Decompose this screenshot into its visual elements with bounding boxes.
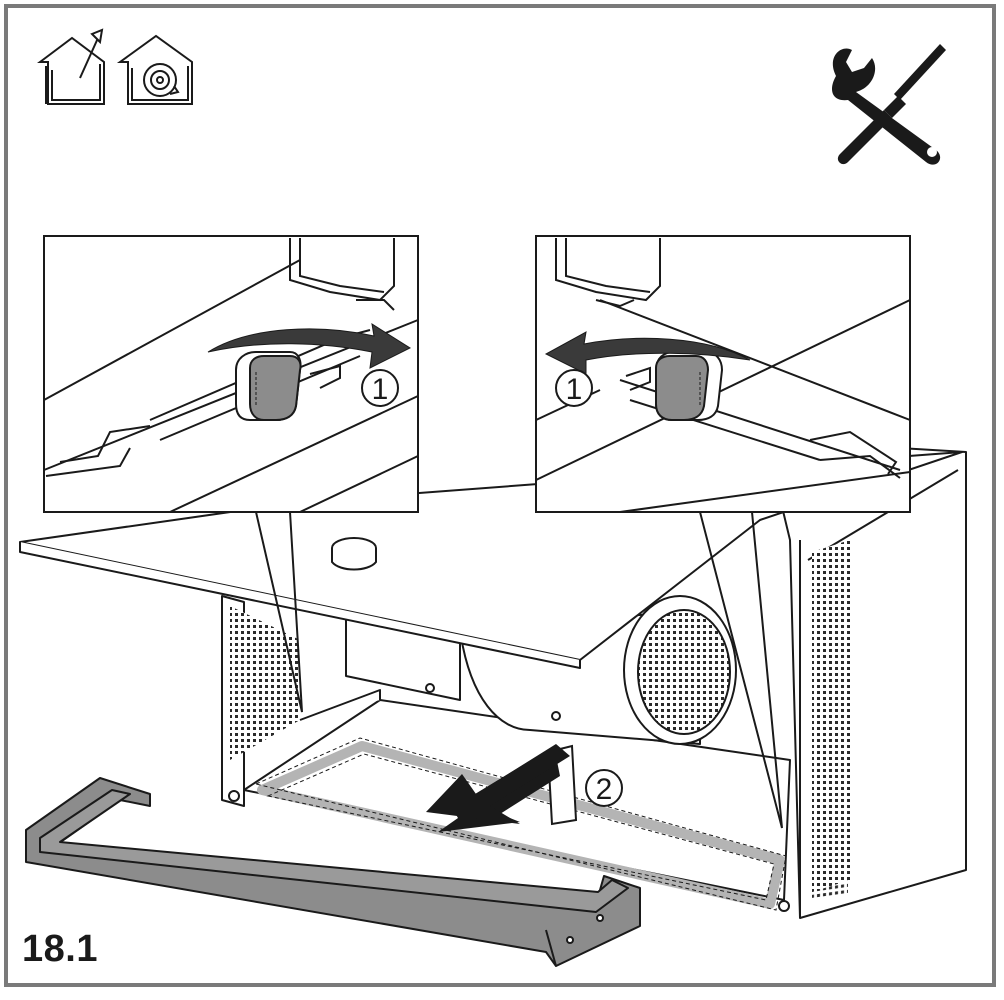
step-2-badge bbox=[585, 769, 623, 807]
step-2-number: 2 bbox=[596, 773, 613, 806]
callout-connector-right bbox=[699, 511, 783, 829]
step-1-left-number: 1 bbox=[372, 373, 389, 406]
figure-number-label: 18.1 bbox=[22, 928, 98, 970]
wrench-screwdriver-tools-icon bbox=[832, 44, 946, 165]
step-1-right-badge bbox=[555, 369, 593, 407]
callout-connector-left bbox=[255, 511, 303, 713]
cooker-hood-body bbox=[19, 439, 967, 919]
filter-frame-ghost-outline bbox=[254, 737, 787, 911]
house-extraction-icon bbox=[37, 28, 105, 105]
detail-inset-left: 1 bbox=[43, 235, 419, 513]
house-recirculation-icon bbox=[116, 34, 193, 105]
filter-frame-ghost bbox=[257, 741, 785, 909]
pull-out-arrow bbox=[426, 744, 578, 832]
grease-filter-frame bbox=[25, 777, 641, 967]
step-1-left-badge bbox=[361, 369, 399, 407]
step-1-right-number: 1 bbox=[566, 373, 583, 406]
detail-inset-right: 1 bbox=[535, 235, 911, 513]
